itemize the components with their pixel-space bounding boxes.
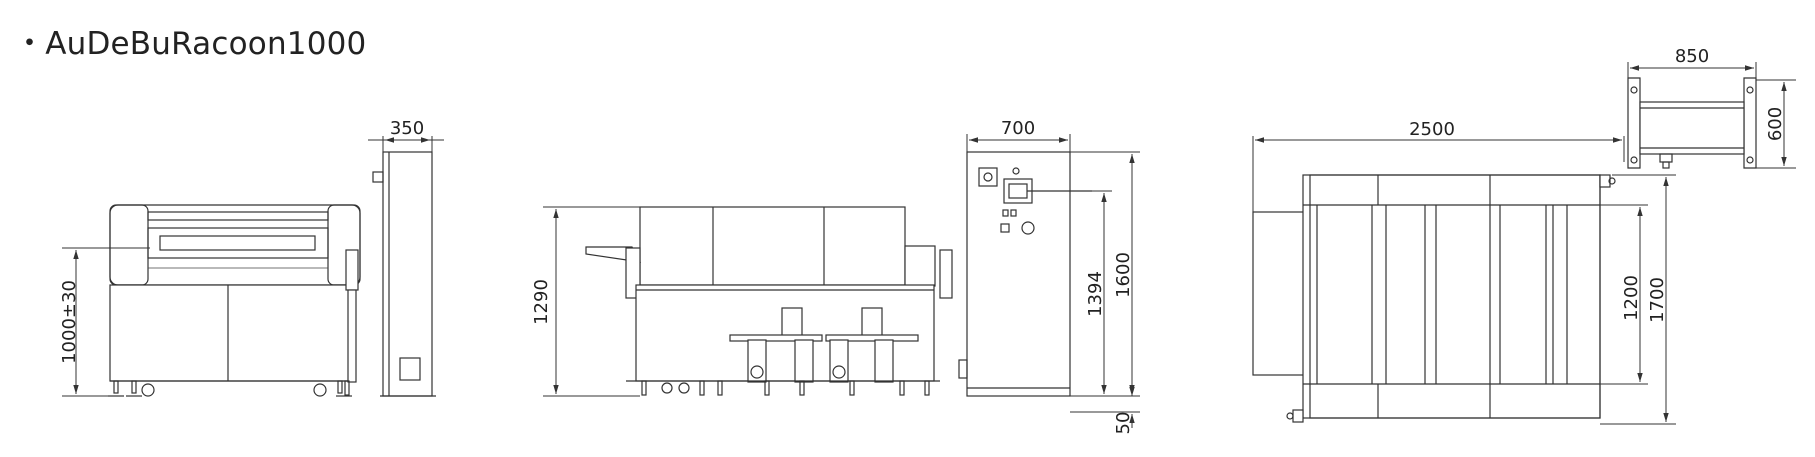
drawing-title: ・AuDeBuRacoon1000 xyxy=(14,26,367,62)
label-1394: 1394 xyxy=(1085,271,1106,317)
label-1000-30: 1000±30 xyxy=(59,280,80,364)
label-50: 50 xyxy=(1113,412,1134,435)
dimension-length-2500: 2500 xyxy=(1252,119,1625,212)
dimension-height-600: 600 xyxy=(1756,79,1796,169)
dimension-height-1394: 1394 xyxy=(1070,190,1140,397)
dimension-width-850: 850 xyxy=(1627,46,1757,78)
label-350: 350 xyxy=(390,118,424,139)
front-view-left xyxy=(108,204,361,397)
front-view-right xyxy=(585,206,953,396)
label-850: 850 xyxy=(1675,46,1709,67)
top-view xyxy=(1252,174,1616,423)
dimension-height-1600: 1600 xyxy=(1070,151,1140,394)
label-700: 700 xyxy=(1001,118,1035,139)
dimension-height-left: 1000±30 xyxy=(59,247,150,397)
label-600: 600 xyxy=(1765,107,1786,141)
side-view-right xyxy=(958,151,1092,397)
dimension-height-1290: 1290 xyxy=(531,206,640,397)
label-2500: 2500 xyxy=(1409,119,1455,140)
label-1200: 1200 xyxy=(1621,275,1642,321)
dimension-base-50: 50 xyxy=(1070,384,1140,434)
label-1290: 1290 xyxy=(531,279,552,325)
label-1600: 1600 xyxy=(1113,252,1134,298)
dimension-depth-1200: 1200 xyxy=(1600,204,1648,385)
dimension-width-700: 700 xyxy=(966,118,1071,152)
dimension-depth-1700: 1700 xyxy=(1600,174,1676,425)
label-1700: 1700 xyxy=(1647,277,1668,323)
small-top-unit xyxy=(1627,77,1757,169)
dimension-width-350: 350 xyxy=(368,118,444,152)
side-view-left xyxy=(372,151,436,397)
